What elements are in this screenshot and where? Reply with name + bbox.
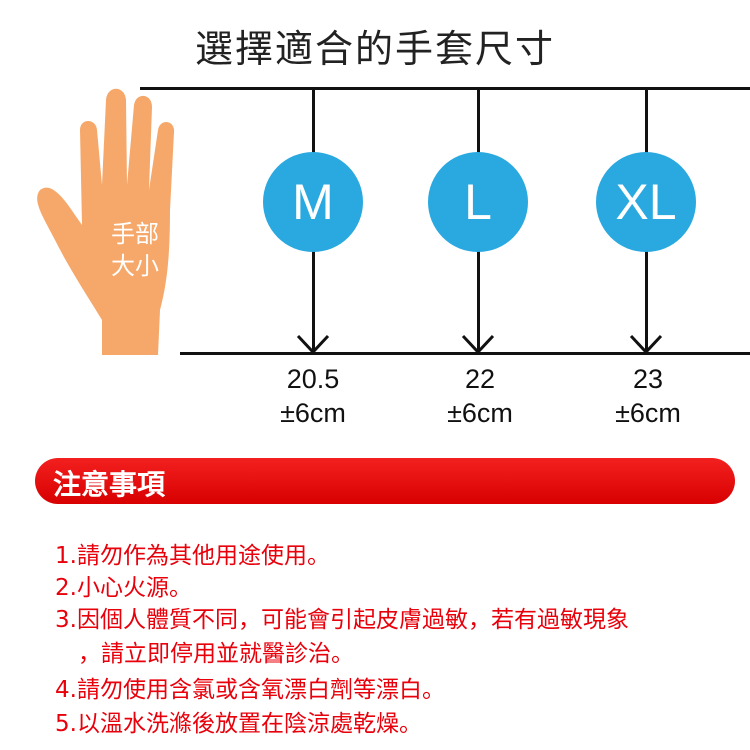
hand-size-label: 手部 大小	[100, 218, 170, 282]
notice-heading: 注意事項	[53, 468, 166, 501]
notice-banner: 注意事項	[35, 458, 735, 504]
notice-item: 3.因個人體質不同，可能會引起皮膚過敏，若有過敏現象	[55, 607, 629, 633]
arrowheads	[296, 334, 663, 355]
notice-item: 1.請勿作為其他用途使用。	[55, 543, 330, 569]
tolerance: ±6cm	[447, 398, 513, 428]
size-m-measure: 20.5 ±6cm	[253, 362, 373, 430]
length: 23	[632, 364, 664, 394]
tolerance: ±6cm	[280, 398, 346, 428]
arrow-down-icon	[629, 334, 663, 355]
page-title: 選擇適合的手套尺寸	[194, 27, 555, 71]
length: 22	[464, 364, 496, 394]
notice-item: 5.以溫水洗滌後放置在陰涼處乾燥。	[55, 711, 422, 737]
size-xl-measure: 23 ±6cm	[588, 362, 708, 430]
hand-label-line-1: 手部	[111, 220, 159, 248]
top-divider	[140, 87, 750, 90]
size-l-measure: 22 ±6cm	[420, 362, 540, 430]
arrow-down-icon	[296, 334, 330, 355]
size-xl-badge: XL	[596, 152, 696, 252]
length: 20.5	[286, 364, 340, 394]
arrow-down-icon	[461, 334, 495, 355]
tolerance: ±6cm	[615, 398, 681, 428]
bottom-divider	[180, 352, 750, 355]
notice-item: 4.請勿使用含氯或含氧漂白劑等漂白。	[55, 677, 445, 703]
notice-item: ，請立即停用並就醫診治。	[55, 641, 354, 667]
notice-item: 2.小心火源。	[55, 575, 192, 601]
hand-icon	[37, 88, 175, 355]
size-l-badge: L	[428, 152, 528, 252]
size-m-badge: M	[263, 152, 363, 252]
hand-label-line-2: 大小	[111, 252, 159, 280]
